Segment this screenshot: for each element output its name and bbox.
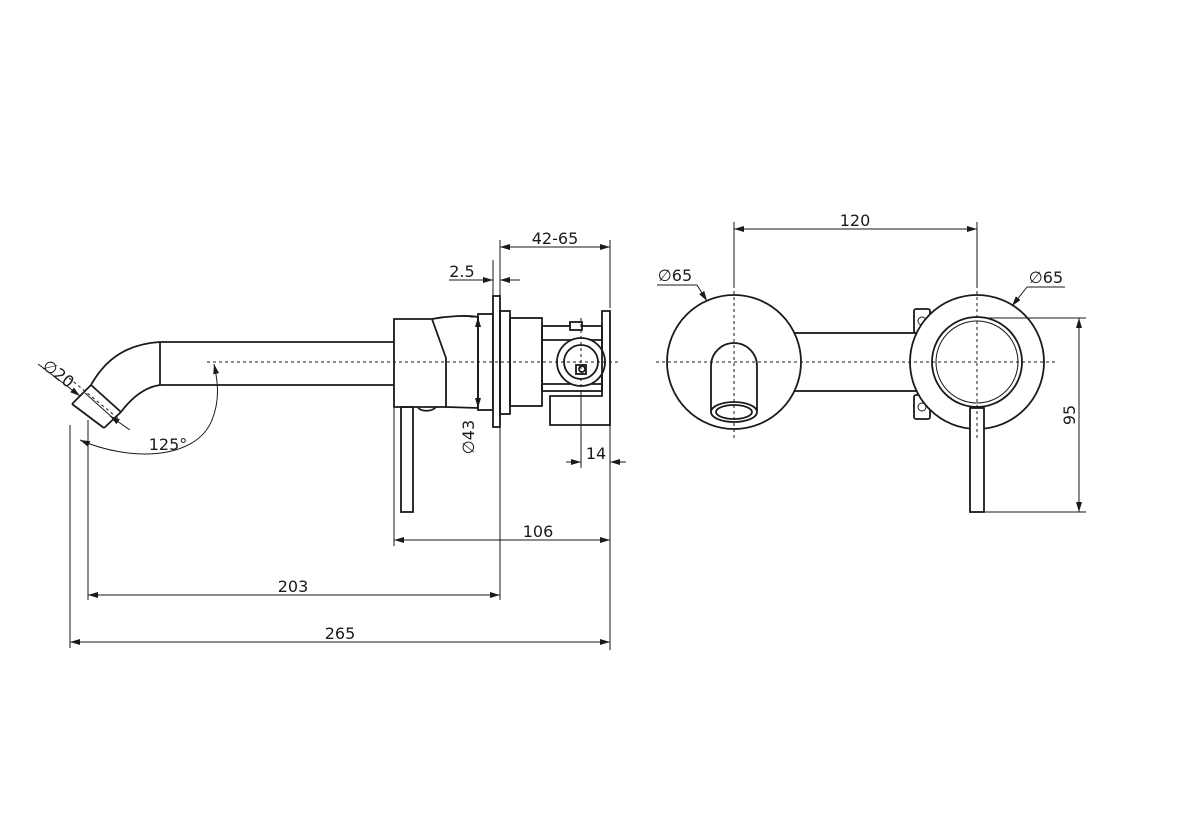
side-view-dimensions: 2.5 42-65 ∅43 14 106 203 265 ∅20 — [37, 229, 626, 650]
dim-spout-diameter: ∅20 — [39, 356, 78, 392]
dim-106: 106 — [523, 522, 554, 541]
dim-wall-depth: 42-65 — [532, 229, 579, 248]
mixer-body — [393, 295, 611, 513]
side-view — [68, 295, 620, 513]
dim-right-plate: ∅65 — [1029, 268, 1063, 287]
dim-valve-offset: 14 — [586, 444, 606, 463]
dim-centers: 120 — [840, 211, 871, 230]
dim-body-diameter: ∅43 — [459, 420, 478, 454]
dim-handle-height: 95 — [1060, 405, 1079, 425]
front-view-dimensions: 120 ∅65 ∅65 95 — [657, 211, 1086, 513]
dim-left-plate: ∅65 — [658, 266, 692, 285]
front-view — [656, 285, 1056, 513]
dim-265: 265 — [325, 624, 356, 643]
dim-plate-thickness: 2.5 — [449, 262, 474, 281]
spout — [71, 341, 394, 429]
dim-angle: 125° — [149, 435, 188, 454]
dim-203: 203 — [278, 577, 309, 596]
